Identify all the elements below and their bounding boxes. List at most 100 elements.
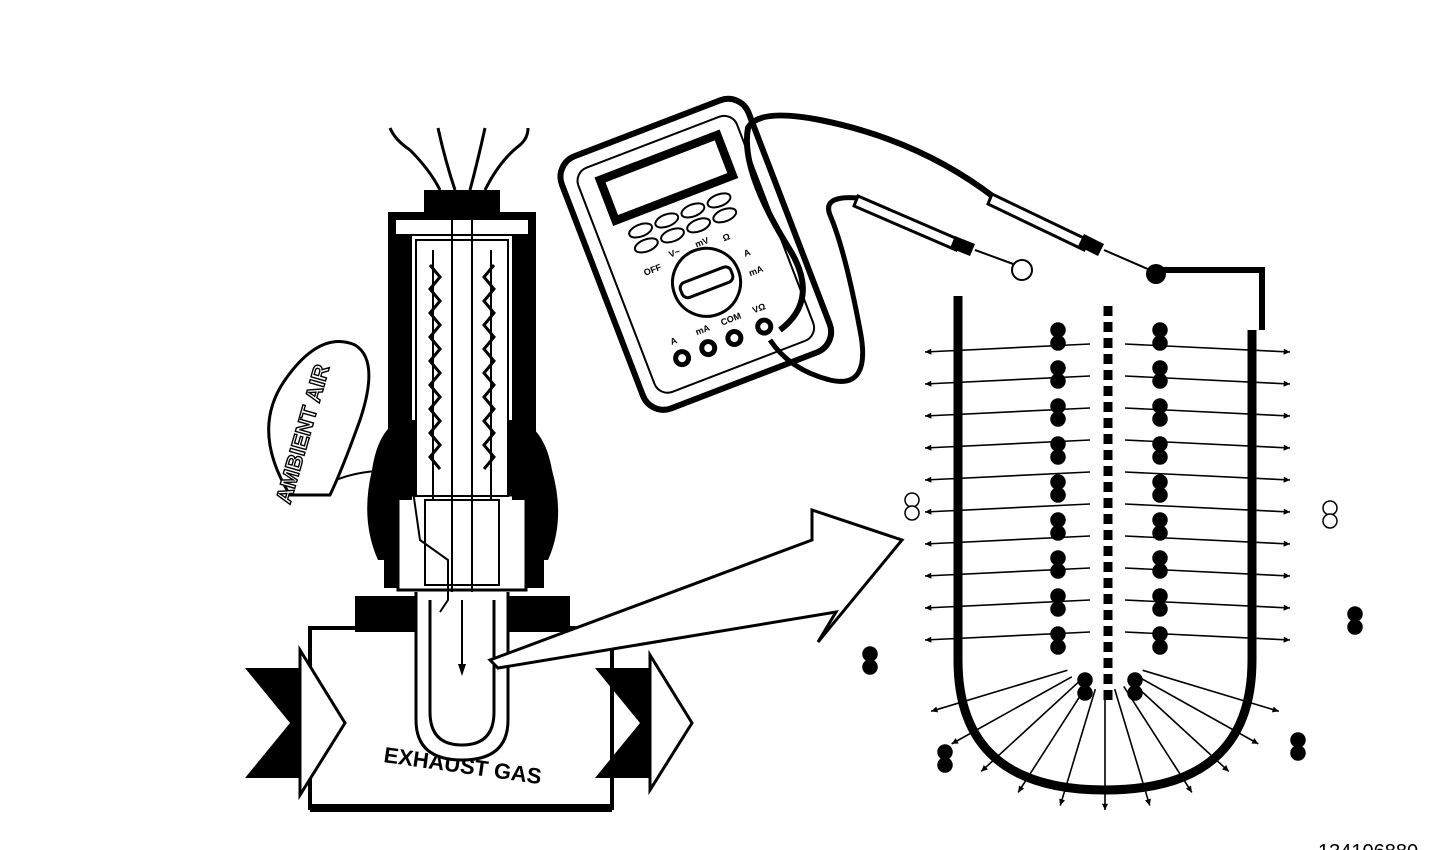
- arrowhead-icon: [1059, 798, 1065, 806]
- arrowhead-icon: [1185, 785, 1192, 793]
- arrowhead-icon: [925, 540, 932, 547]
- arrowhead-icon: [1283, 380, 1290, 387]
- doc-number: 134106880: [1318, 841, 1418, 850]
- flow-arrow-right: [595, 649, 694, 796]
- oxygen-molecule: [1152, 411, 1168, 427]
- oxygen-molecule: [1152, 639, 1168, 655]
- ion-arrow: [1131, 681, 1230, 773]
- input-jacks[interactable]: A mA COM VΩ: [665, 301, 776, 370]
- oxygen-molecule: [1322, 500, 1338, 516]
- arrowhead-icon: [925, 476, 932, 483]
- ion-arrow: [1142, 669, 1280, 713]
- ambient-air-callout: AMBIENT AIR: [267, 340, 371, 507]
- arrowhead-icon: [951, 738, 959, 744]
- ion-arrow: [1124, 375, 1291, 385]
- oxygen-molecule: [1050, 601, 1066, 617]
- arrowhead-icon: [1271, 706, 1279, 713]
- oxygen-molecule: [1077, 672, 1093, 688]
- arrowhead-icon: [925, 380, 932, 387]
- arrowhead-icon: [1283, 476, 1290, 483]
- oxygen-molecule: [862, 646, 878, 662]
- flow-arrow-left: [245, 644, 347, 801]
- oxygen-molecule: [1050, 436, 1066, 452]
- oxygen-molecule: [1050, 588, 1066, 604]
- oxygen-molecule: [1152, 474, 1168, 490]
- ion-arrow: [1137, 676, 1259, 745]
- arrowhead-icon: [1251, 738, 1259, 744]
- ion-arrow: [951, 676, 1073, 745]
- oxygen-molecule: [1050, 322, 1066, 338]
- arrowhead-icon: [1145, 798, 1151, 806]
- ion-arrow: [924, 503, 1091, 513]
- ion-arrow: [1124, 631, 1291, 641]
- ion-arrow: [1113, 688, 1151, 806]
- ion-arrow: [1124, 343, 1291, 353]
- oxygen-molecule: [1050, 373, 1066, 389]
- arrowhead-icon: [1101, 803, 1109, 810]
- range-ohm: Ω: [721, 231, 731, 243]
- ion-arrow: [924, 471, 1091, 481]
- oxygen-molecule: [1347, 606, 1363, 622]
- arrowhead-icon: [925, 572, 932, 579]
- oxygen-molecule: [904, 492, 920, 508]
- oxygen-molecule: [1152, 601, 1168, 617]
- oxygen-molecule: [1152, 512, 1168, 528]
- probe-icon: [986, 191, 1151, 271]
- oxygen-molecule: [1050, 335, 1066, 351]
- ion-arrow: [1124, 567, 1291, 577]
- oxygen-molecule: [1152, 487, 1168, 503]
- jack-v-label: VΩ: [751, 301, 767, 315]
- arrowhead-icon: [925, 508, 932, 515]
- arrowhead-icon: [925, 412, 932, 419]
- sensor-element-enlargement: [862, 296, 1363, 810]
- oxygen-molecule: [937, 744, 953, 760]
- range-mv: mV: [694, 235, 711, 249]
- oxygen-molecule: [1152, 398, 1168, 414]
- oxygen-molecule: [1127, 685, 1143, 701]
- ion-arrow: [924, 407, 1091, 417]
- arrowhead-icon: [925, 636, 932, 643]
- rotary-dial[interactable]: [663, 238, 751, 326]
- range-vac: V~: [667, 246, 681, 259]
- oxygen-molecule: [1050, 512, 1066, 528]
- oxygen-molecule: [1050, 360, 1066, 376]
- arrowhead-icon: [925, 444, 932, 451]
- probe-icon: [852, 194, 1033, 281]
- oxygen-molecule: [1050, 398, 1066, 414]
- oxygen-molecule: [1152, 550, 1168, 566]
- arrowhead-icon: [1018, 785, 1025, 793]
- ion-arrow: [980, 681, 1079, 773]
- ion-arrow: [1124, 599, 1291, 609]
- oxygen-molecule: [862, 659, 878, 675]
- oxygen-molecule: [1050, 474, 1066, 490]
- ion-arrow: [924, 535, 1091, 545]
- arrowhead-icon: [925, 348, 932, 355]
- test-leads: [743, 112, 1265, 384]
- oxygen-molecule: [1290, 745, 1306, 761]
- ion-arrow: [1124, 471, 1291, 481]
- oxygen-molecule: [1152, 626, 1168, 642]
- ion-arrow: [930, 669, 1068, 713]
- callout-arrow: [487, 507, 905, 670]
- meter-buttons[interactable]: [627, 190, 738, 255]
- oxygen-molecule: [1050, 563, 1066, 579]
- oxygen-molecule: [1050, 525, 1066, 541]
- arrowhead-icon: [1283, 444, 1290, 451]
- arrowhead-icon: [981, 764, 988, 772]
- oxygen-molecule: [1050, 626, 1066, 642]
- oxygen-molecule: [1152, 449, 1168, 465]
- oxygen-molecule: [1152, 322, 1168, 338]
- oxygen-molecule: [1050, 487, 1066, 503]
- arrowhead-icon: [1283, 412, 1290, 419]
- arrowhead-icon: [1283, 636, 1290, 643]
- oxygen-molecule: [1347, 619, 1363, 635]
- oxygen-molecule: [1152, 335, 1168, 351]
- range-amp: A: [742, 247, 752, 259]
- arrowhead-icon: [1283, 604, 1290, 611]
- ion-arrow: [1124, 503, 1291, 513]
- arrowhead-icon: [1222, 764, 1229, 772]
- ion-arrow: [1017, 686, 1087, 793]
- oxygen-sensor: [335, 127, 570, 762]
- oxygen-molecule: [1152, 373, 1168, 389]
